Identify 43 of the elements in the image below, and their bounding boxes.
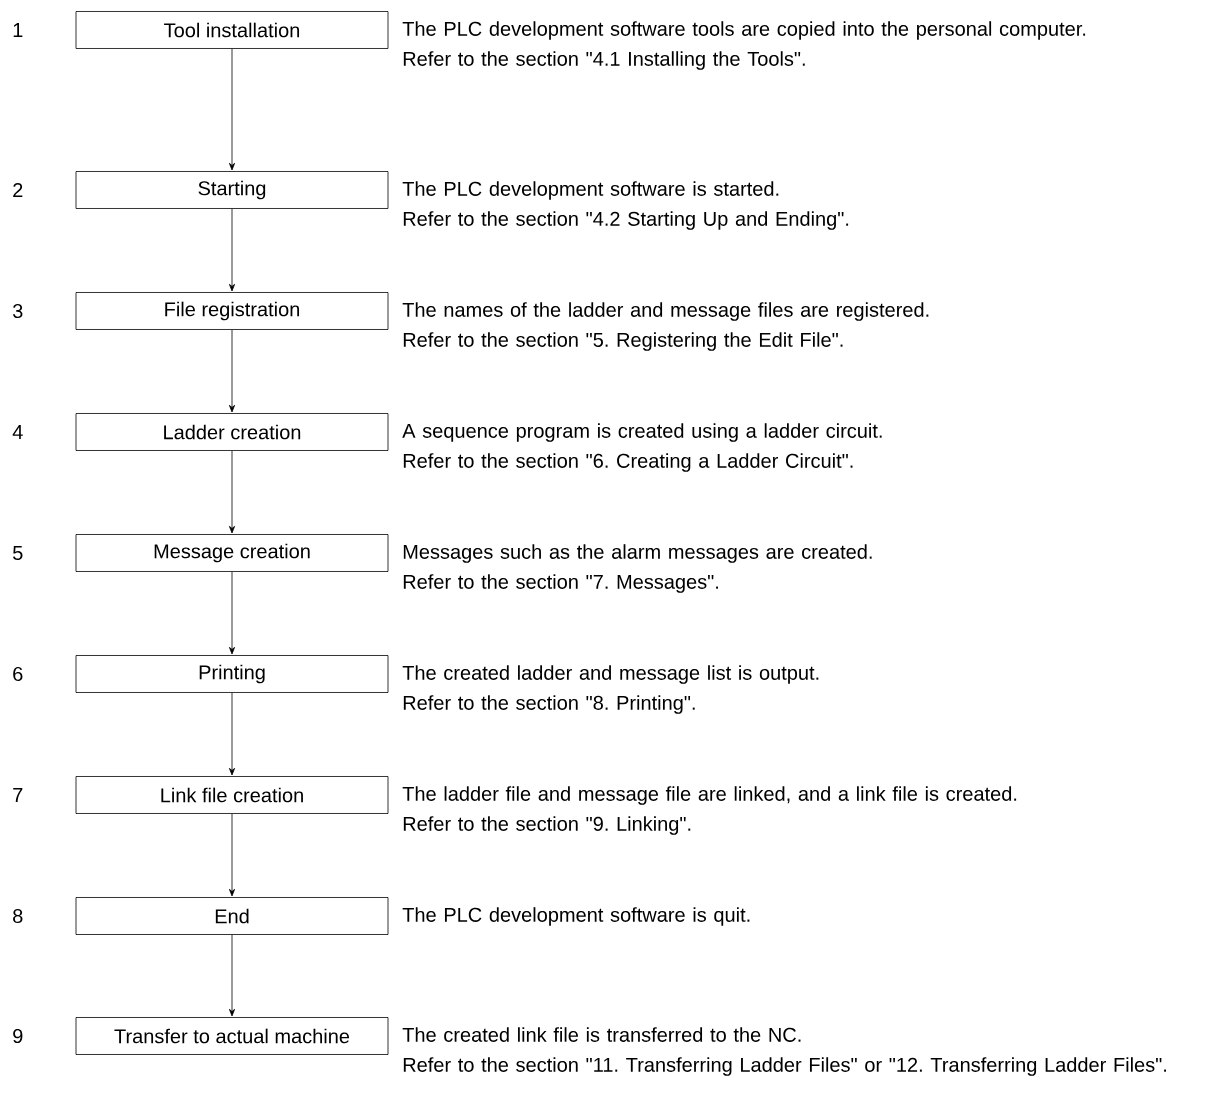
arrow bbox=[229, 450, 235, 534]
step-number: 1 bbox=[13, 23, 23, 37]
step-number: 9 bbox=[13, 1028, 23, 1044]
arrow bbox=[229, 329, 235, 413]
process-box: Printing bbox=[75, 655, 389, 693]
description-text: The PLC development software tools are copied into the personal computer. bbox=[402, 21, 1086, 40]
description-text: A sequence program is created using a ladder circuit. bbox=[402, 423, 882, 442]
description-text: Messages such as the alarm messages are created. bbox=[403, 544, 872, 563]
process-box: Tool installation bbox=[75, 11, 389, 49]
arrow bbox=[229, 48, 235, 171]
process-box: Starting bbox=[75, 171, 389, 209]
description-text: Refer to the section "4.1 Installing the Tools". bbox=[403, 51, 805, 70]
arrow bbox=[229, 692, 235, 776]
step-number: 6 bbox=[13, 666, 23, 682]
process-box: Message creation bbox=[75, 534, 389, 572]
step-number: 8 bbox=[13, 908, 23, 924]
description-text: Refer to the section "6. Creating a Ladder Circuit". bbox=[403, 453, 853, 472]
step-number: 7 bbox=[13, 788, 23, 802]
process-box: End bbox=[75, 897, 389, 935]
description-text: The created ladder and message list is output. bbox=[402, 665, 819, 684]
step-number: 3 bbox=[12, 303, 23, 319]
process-box: Link file creation bbox=[75, 776, 389, 814]
arrow bbox=[229, 571, 235, 655]
process-box: Transfer to actual machine bbox=[75, 1017, 389, 1055]
description-text: Refer to the section "4.2 Starting Up and Ending". bbox=[403, 211, 849, 230]
description-text: Refer to the section "5. Registering the Edit File". bbox=[403, 332, 843, 351]
process-box: Ladder creation bbox=[75, 413, 389, 451]
arrow bbox=[229, 813, 235, 897]
description-text: Refer to the section "7. Messages". bbox=[403, 574, 718, 593]
description-text: The ladder file and message file are linked, and a link file is created. bbox=[402, 786, 1017, 805]
step-number: 4 bbox=[12, 425, 23, 439]
description-text: Refer to the section "9. Linking". bbox=[403, 816, 691, 835]
description-text: Refer to the section "8. Printing". bbox=[403, 695, 695, 714]
description-text: The names of the ladder and message files are registered. bbox=[402, 302, 929, 321]
description-text: The PLC development software is quit. bbox=[402, 907, 750, 926]
arrow bbox=[229, 934, 235, 1017]
description-text: The created link file is transferred to the NC. bbox=[402, 1027, 801, 1042]
description-text: Refer to the section "11. Transferring Ladder Files" or "12. Transferring Ladder Files". bbox=[403, 1057, 1167, 1076]
description-text: The PLC development software is started. bbox=[402, 181, 779, 200]
arrow bbox=[229, 208, 235, 292]
step-number: 5 bbox=[13, 546, 23, 560]
process-box: File registration bbox=[75, 292, 389, 330]
step-number: 2 bbox=[13, 183, 23, 197]
